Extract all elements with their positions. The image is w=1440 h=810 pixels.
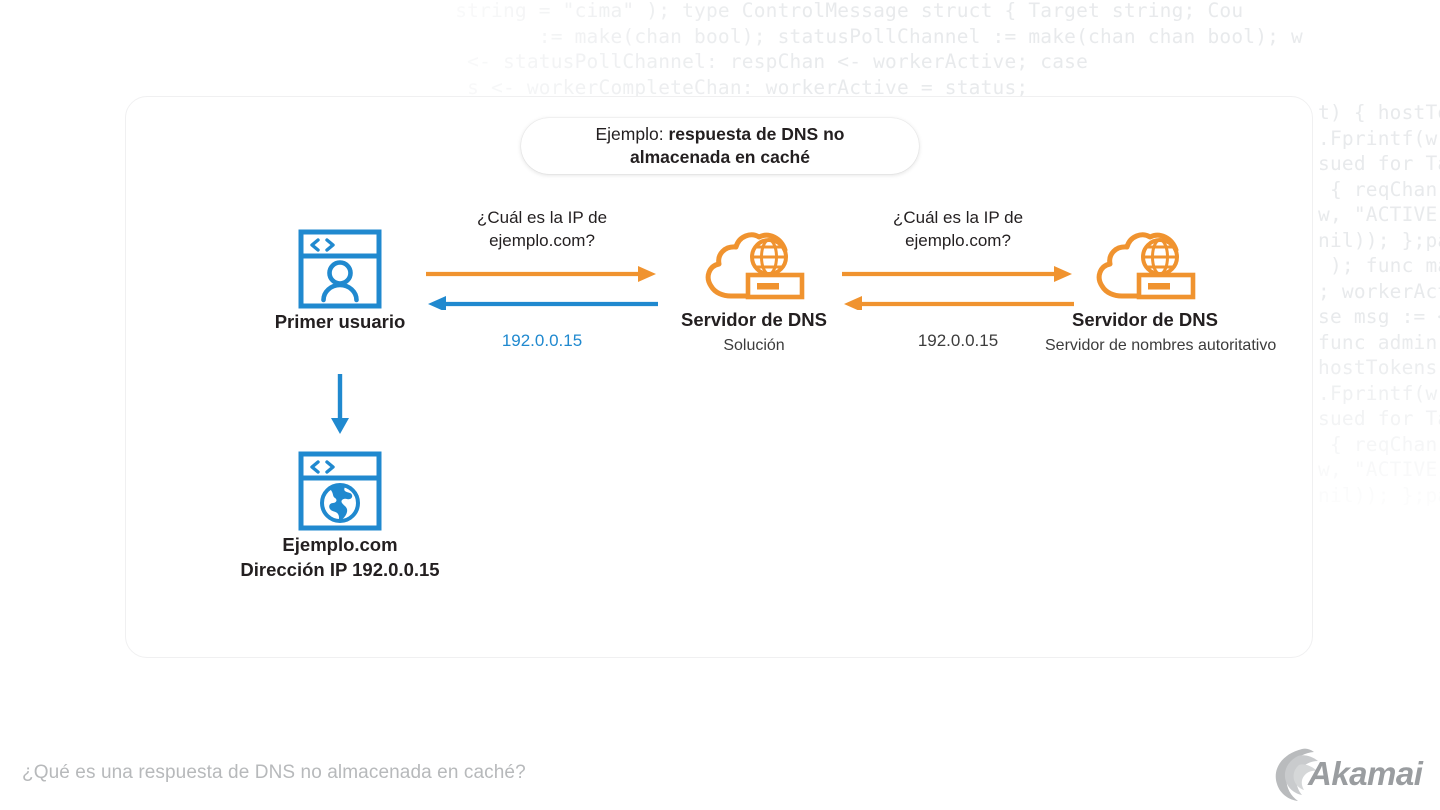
browser-user-icon <box>240 228 440 310</box>
node-website: Ejemplo.com Dirección IP 192.0.0.15 <box>240 450 440 582</box>
akamai-logo: Akamai <box>1268 742 1433 809</box>
background-code-right: t) { hostTok .Fprintf(w, sued for Tar { … <box>1318 101 1440 507</box>
flow-arrows-1 <box>426 266 658 310</box>
node-first-user-label: Primer usuario <box>274 311 406 332</box>
node-first-user: Primer usuario <box>240 228 440 333</box>
node-dns-resolver-sublabel: Solución <box>723 337 785 354</box>
footer-caption: ¿Qué es una respuesta de DNS no almacena… <box>22 762 526 783</box>
diagram-card <box>125 96 1313 658</box>
node-website-label-line2: Dirección IP 192.0.0.15 <box>240 559 440 580</box>
flow-query-line2-1: ejemplo.com? <box>489 231 595 250</box>
node-authoritative-dns: Servidor de DNS Servidor de nombres auto… <box>1045 230 1277 357</box>
node-dns-resolver-label: Servidor de DNS <box>681 309 827 330</box>
akamai-logo-text: Akamai <box>1307 755 1424 792</box>
flow-reply-label-1: 192.0.0.15 <box>501 331 583 350</box>
flow-reply-label-2: 192.0.0.15 <box>917 331 999 350</box>
flow-resolver-to-authoritative: ¿Cuál es la IP de ejemplo.com? 192.0.0.1… <box>840 206 1076 356</box>
flow-query-label-1: ¿Cuál es la IP de ejemplo.com? <box>424 206 660 252</box>
flow-user-to-resolver: ¿Cuál es la IP de ejemplo.com? 192.0.0.1… <box>424 206 660 356</box>
flow-query-line1-1: ¿Cuál es la IP de <box>476 208 608 227</box>
diagram-title-emphasis: respuesta de DNS no almacenada en caché <box>630 124 845 167</box>
flow-query-line2-2: ejemplo.com? <box>905 231 1011 250</box>
background-code-top: string = "cima" ); type ControlMessage s… <box>455 0 1303 99</box>
node-authoritative-dns-label: Servidor de DNS <box>1072 309 1218 330</box>
cloud-server-icon <box>654 230 854 308</box>
flow-arrows-2 <box>842 266 1074 310</box>
diagram-title-badge: Ejemplo: respuesta de DNS no almacenada … <box>521 118 919 174</box>
cloud-server-icon <box>1045 230 1245 308</box>
flow-query-label-2: ¿Cuál es la IP de ejemplo.com? <box>840 206 1076 252</box>
node-dns-resolver: Servidor de DNS Solución <box>654 230 854 357</box>
flow-query-line1-2: ¿Cuál es la IP de <box>892 208 1024 227</box>
node-authoritative-dns-sublabel: Servidor de nombres autoritativo <box>1045 337 1277 354</box>
flow-user-to-website <box>300 372 380 447</box>
diagram-title-text: Ejemplo: respuesta de DNS no almacenada … <box>555 123 885 169</box>
node-website-label-line1: Ejemplo.com <box>282 534 398 555</box>
browser-globe-icon <box>240 450 440 532</box>
diagram-title-prefix: Ejemplo: <box>595 124 669 144</box>
